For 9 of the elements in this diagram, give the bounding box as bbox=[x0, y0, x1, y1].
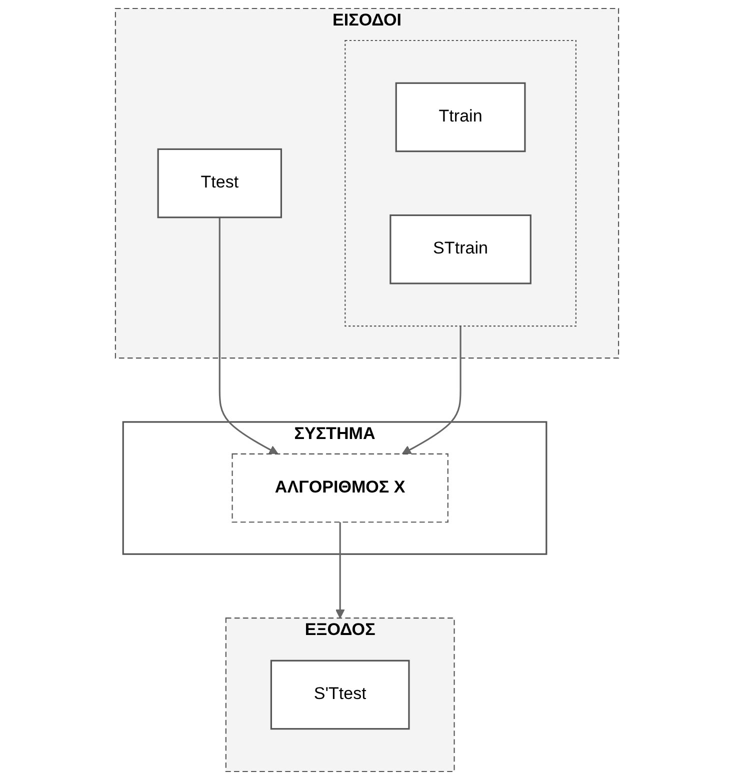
node-box: STtrain bbox=[390, 214, 532, 284]
node-box: ΑΛΓΟΡΙΘΜΟΣ Χ bbox=[232, 453, 448, 523]
node-box: Ttest bbox=[157, 148, 282, 218]
arrow bbox=[218, 217, 278, 454]
arrow bbox=[402, 326, 462, 454]
cluster bbox=[344, 40, 576, 327]
arrow bbox=[335, 522, 345, 618]
node-box: Ttrain bbox=[395, 82, 526, 152]
node-box: S'Ttest bbox=[270, 660, 410, 730]
